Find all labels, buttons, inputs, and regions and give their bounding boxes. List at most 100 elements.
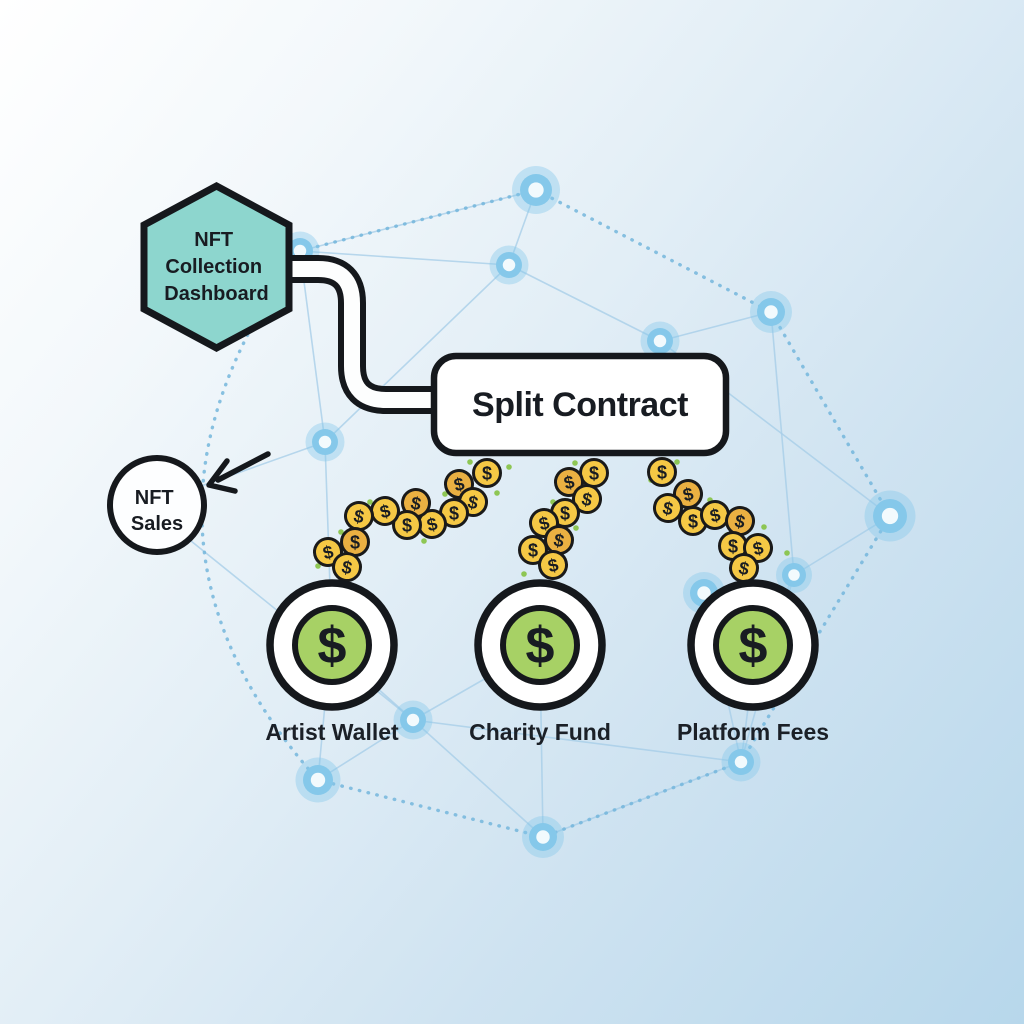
sparkle-dot [315, 563, 321, 569]
coin-dollar-sign: $ [409, 493, 423, 515]
coin-dollar-sign: $ [580, 489, 594, 511]
coin-dollar-sign: $ [728, 537, 738, 557]
coin-icon: $ [544, 525, 574, 555]
coin-circle [554, 467, 584, 497]
network-edge [412, 719, 742, 763]
network-edge [659, 311, 772, 342]
pipe-connector [288, 255, 440, 414]
network-dotted-edge [316, 778, 545, 839]
wallet-inner-circle [292, 605, 372, 685]
coin-dollar-sign: $ [321, 542, 336, 564]
coin-dollar-sign: $ [350, 533, 360, 553]
sparkle-dot [421, 538, 427, 544]
sparkle-dot [467, 459, 473, 465]
coin-icon: $ [653, 493, 683, 523]
split-contract-rect [430, 352, 730, 457]
coin-icon: $ [743, 533, 773, 563]
coin-dollar-sign: $ [733, 511, 747, 533]
wallet-inner-circle [500, 605, 580, 685]
network-node-core [764, 305, 778, 319]
coin-dollar-sign: $ [482, 464, 492, 484]
coin-icon: $ [725, 506, 755, 536]
nft-sales-circle [107, 455, 207, 555]
network-node-core [653, 334, 667, 348]
sparkle-dot [338, 529, 344, 535]
coin-dollar-sign: $ [688, 512, 698, 532]
coin-icon: $ [579, 458, 609, 488]
network-node-core [293, 244, 307, 258]
coin-icon: $ [344, 501, 374, 531]
network-edge [324, 264, 510, 443]
sparkle-dot [521, 571, 527, 577]
split-contract-box: Split Contract [430, 352, 730, 457]
wallet-artist-wallet: $ Artist Wallet [265, 579, 399, 745]
wallet-platform-fees: $Platform Fees [677, 579, 829, 745]
sparkle-dot [442, 491, 448, 497]
coin-circle [647, 457, 677, 487]
wallet-dollar-sign: $ [739, 617, 768, 675]
coin-dollar-sign: $ [352, 506, 366, 528]
coin-circle [572, 484, 602, 514]
sparkle-dot [674, 459, 680, 465]
coin-circle [332, 552, 362, 582]
coin-dollar-sign: $ [528, 541, 538, 561]
sparkle-dot [506, 464, 512, 470]
arrow-shaft [215, 451, 271, 483]
coin-dollar-sign: $ [552, 530, 566, 552]
coin-dollar-sign: $ [425, 514, 440, 536]
network-node-core [734, 755, 748, 769]
network-edge [412, 719, 544, 838]
arrow-to-nft-sales [206, 451, 271, 494]
hexagon-label: NFT Collection Dashboard [164, 229, 268, 305]
coin-dollar-sign: $ [661, 498, 675, 520]
network-edge [508, 264, 661, 342]
network-dotted-edge [769, 310, 892, 518]
coin-dollar-sign: $ [378, 501, 393, 523]
network-node-core [318, 435, 332, 449]
coin-dollar-sign: $ [657, 463, 667, 483]
wallets: $ Artist Wallet $ Charity Fund $Platform Fee… [265, 579, 829, 745]
network-dotted-edge [541, 760, 743, 839]
coin-icon: $ [647, 457, 677, 487]
split-contract-label: Split Contract [472, 386, 688, 424]
coin-dollar-sign: $ [681, 484, 696, 506]
arrow-head [206, 458, 238, 494]
wallet-label: Charity Fund [469, 719, 611, 745]
sparkle-dot [761, 524, 767, 530]
coin-dollar-sign: $ [537, 513, 552, 535]
coin-icon: $ [572, 484, 602, 514]
wallet-label: Artist Wallet [265, 719, 399, 745]
coin-dollar-sign: $ [589, 464, 599, 484]
coin-icon: $ [518, 535, 548, 565]
nft-collection-dashboard: NFT Collection Dashboard [140, 182, 293, 352]
coin-dollar-sign: $ [751, 538, 766, 560]
network-node-core [788, 569, 800, 581]
coin-circle [518, 535, 548, 565]
network-node-core [536, 830, 550, 844]
coin-dollar-sign: $ [449, 504, 459, 524]
coin-icon: $ [554, 467, 584, 497]
coin-icon: $ [392, 510, 422, 540]
network-node-core [502, 258, 516, 272]
coin-icon: $ [340, 527, 370, 557]
network-node-core [697, 586, 711, 600]
wallet-dollar-sign: $ [526, 617, 555, 675]
coin-circle [538, 550, 568, 580]
coin-dollar-sign: $ [546, 555, 561, 577]
coin-dollar-sign: $ [708, 505, 723, 527]
network-edge [299, 189, 537, 252]
sparkle-dot [573, 525, 579, 531]
coin-dollar-sign: $ [452, 474, 467, 496]
coin-icon: $ [729, 553, 759, 583]
coin-dollar-sign: $ [466, 492, 480, 514]
wallet-dollar-sign: $ [318, 617, 347, 675]
sparkle-dot [367, 499, 373, 505]
coin-icon: $ [332, 552, 362, 582]
sparkle-dot [494, 490, 500, 496]
coin-icon: $ [538, 550, 568, 580]
nft-sales-label: NFT Sales [131, 487, 183, 535]
hexagon-shape [140, 182, 293, 352]
network-edge [317, 719, 414, 781]
coin-icon: $ [401, 488, 431, 518]
